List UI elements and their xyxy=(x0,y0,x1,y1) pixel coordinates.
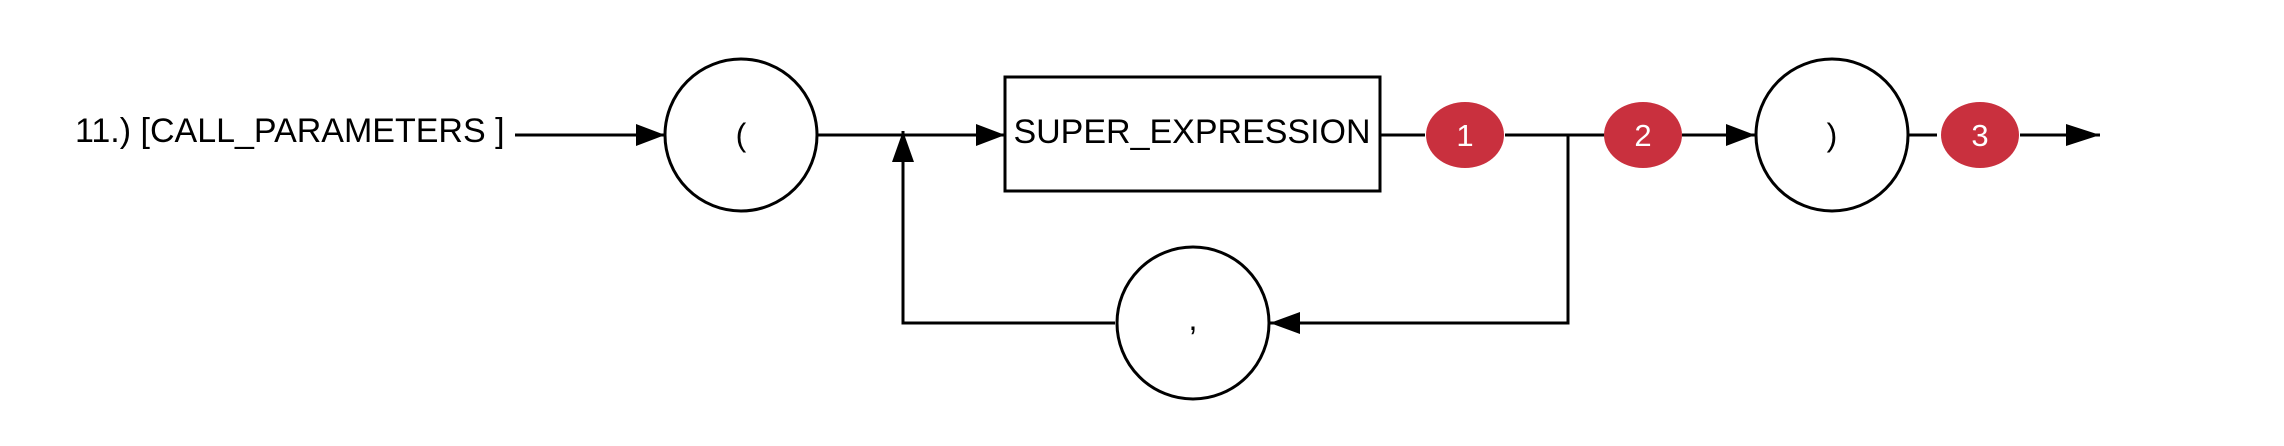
super-expression-label: SUPER_EXPRESSION xyxy=(1013,113,1370,151)
marker-3: 3 xyxy=(1941,102,2019,168)
marker-1: 1 xyxy=(1426,102,1504,168)
marker-1-label: 1 xyxy=(1456,118,1473,153)
marker-3-label: 3 xyxy=(1971,118,1988,153)
marker-2-label: 2 xyxy=(1634,118,1651,153)
close-paren-node: ) xyxy=(1754,57,1910,213)
edge-loop-to-comma xyxy=(1270,135,1570,325)
arrowhead-close-paren xyxy=(1726,124,1755,146)
arrowhead-loop-back xyxy=(892,131,914,162)
open-paren-label: ( xyxy=(736,117,747,153)
rule-title: 11.) [CALL_PARAMETERS ] xyxy=(75,112,505,150)
close-paren-label: ) xyxy=(1827,117,1838,153)
arrowhead-end xyxy=(2066,124,2100,146)
connectors xyxy=(515,124,2100,334)
marker-2: 2 xyxy=(1604,102,1682,168)
super-expression-node: SUPER_EXPRESSION xyxy=(1003,75,1382,193)
comma-node: , xyxy=(1115,245,1271,401)
arrowhead-open-paren xyxy=(636,124,665,146)
arrowhead-super-expression xyxy=(976,124,1005,146)
edge-comma-to-loop-back xyxy=(901,131,1115,325)
comma-label: , xyxy=(1189,301,1198,337)
arrowhead-comma xyxy=(1270,312,1300,334)
open-paren-node: ( xyxy=(663,57,819,213)
